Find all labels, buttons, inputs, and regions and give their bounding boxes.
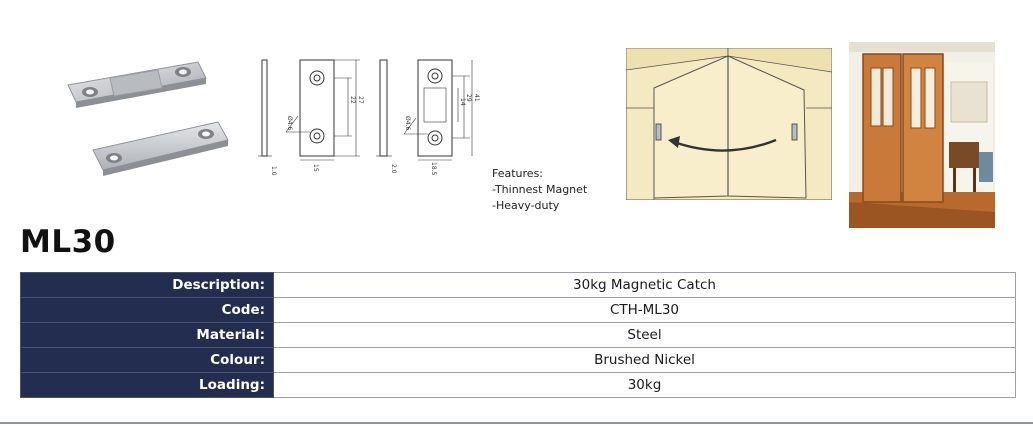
spec-value-code: CTH-ML30 (273, 297, 1016, 323)
plate2-width-label: 18.5 (430, 162, 437, 176)
door-illustration (625, 47, 833, 201)
bottom-divider (0, 422, 1033, 424)
plate2-dim-a: 41 (473, 94, 480, 102)
spec-row: Description: 30kg Magnetic Catch (20, 272, 1016, 298)
spec-row: Code: CTH-ML30 (20, 297, 1016, 323)
plate2-thickness-label: 2.0 (390, 164, 397, 174)
spec-value-description: 30kg Magnetic Catch (273, 272, 1016, 298)
plate1-hole-label: Ø4.6 (286, 116, 293, 130)
plate2-dim-b: 29 (465, 94, 472, 102)
magnet-plate-image (67, 61, 207, 108)
spec-table: Description: 30kg Magnetic Catch Code: C… (20, 272, 1016, 398)
feature-item: -Thinnest Magnet (492, 183, 588, 196)
spec-label-code: Code: (20, 297, 274, 323)
spec-row: Material: Steel (20, 322, 1016, 348)
striker-plate-image (92, 121, 229, 176)
features-heading: Features: (492, 167, 544, 180)
spec-label-description: Description: (20, 272, 274, 298)
spec-value-colour: Brushed Nickel (273, 347, 1016, 373)
technical-drawing: 1.0 22 27 15 Ø4.6 2.0 14 (252, 50, 484, 180)
plate2-hole-label: Ø4.6 (404, 116, 411, 130)
model-title: ML30 (20, 224, 116, 260)
spec-value-loading: 30kg (273, 372, 1016, 398)
room-photo (849, 42, 995, 228)
plate1-dim-b: 27 (357, 96, 364, 104)
spec-value-material: Steel (273, 322, 1016, 348)
spec-label-material: Material: (20, 322, 274, 348)
plate1-width-label: 15 (312, 164, 319, 172)
spec-label-colour: Colour: (20, 347, 274, 373)
product-photo (48, 40, 248, 210)
spec-label-loading: Loading: (20, 372, 274, 398)
feature-item: -Heavy-duty (492, 199, 560, 212)
plate1-thickness-label: 1.0 (270, 166, 277, 176)
spec-row: Loading: 30kg (20, 372, 1016, 398)
spec-row: Colour: Brushed Nickel (20, 347, 1016, 373)
plate2-dim-c: 14 (459, 98, 466, 106)
features-block: Features: -Thinnest Magnet -Heavy-duty (492, 166, 587, 214)
plate1-dim-a: 22 (349, 96, 356, 104)
